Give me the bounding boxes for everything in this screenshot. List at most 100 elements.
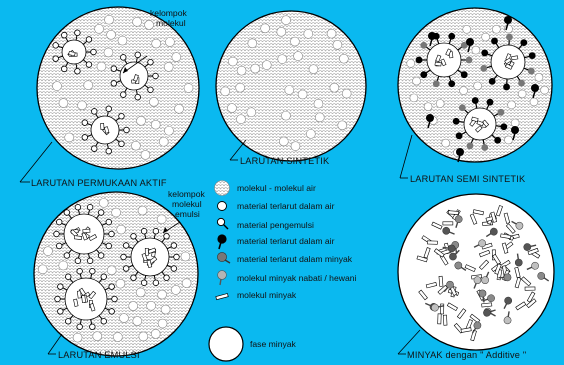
dissolved-molecule [262, 61, 271, 70]
dissolved-molecule [184, 84, 193, 93]
legend-label: material terlarut dalam minyak [237, 254, 353, 264]
dissolved-molecule [294, 52, 303, 61]
dissolved-molecule [175, 104, 184, 113]
dissolved-molecule [492, 25, 500, 33]
dissolved-molecule [508, 101, 516, 109]
dissolved-molecule [136, 288, 145, 297]
dissolved-molecule [129, 302, 138, 311]
dissolved-molecule [227, 104, 236, 113]
dissolved-molecule [116, 279, 125, 288]
dissolved-molecule [304, 29, 313, 38]
dissolved-molecule [407, 59, 415, 67]
callout-label: kelompok [168, 189, 205, 199]
panel-larutan-semi-sintetik: LARUTAN SEMI SINTETIK [398, 8, 552, 184]
large-circle-icon [209, 327, 243, 361]
legend-label: fase minyak [250, 339, 297, 349]
panel-caption: LARUTAN SEMI SINTETIK [410, 174, 526, 184]
dissolved-molecule [282, 16, 291, 25]
dissolved-molecule [151, 120, 160, 129]
dissolved-molecule [327, 29, 336, 38]
dissolved-molecule [442, 139, 450, 147]
callout-label: molekul [172, 199, 202, 209]
dissolved-molecule [97, 62, 106, 71]
dissolved-molecule [73, 333, 82, 342]
dissolved-molecule [236, 83, 245, 92]
dissolved-molecule [139, 332, 148, 341]
dissolved-molecule [164, 126, 173, 135]
dissolved-molecule [306, 129, 315, 138]
dissolved-molecule [330, 83, 339, 92]
dissolved-molecule [511, 119, 519, 127]
legend-label: material terlarut dalam air [237, 236, 335, 246]
dissolved-molecule [172, 53, 181, 62]
dissolved-molecule [472, 46, 480, 54]
dissolved-molecule [436, 99, 444, 107]
dissolved-molecule [165, 37, 174, 46]
dissolved-molecule [149, 97, 158, 106]
dissolved-molecule [535, 73, 543, 81]
dissolved-molecule [171, 285, 180, 294]
callout-label: emulsi [175, 209, 200, 219]
dissolved-molecule [424, 103, 432, 111]
dissolved-molecule [158, 290, 167, 299]
dissolved-molecule [279, 137, 288, 146]
dissolved-molecule [261, 24, 270, 33]
dissolved-molecule [112, 208, 121, 217]
dissolved-molecule [95, 24, 104, 33]
dissolved-molecule [105, 15, 114, 24]
dissolved-molecule [38, 265, 47, 274]
callout-label: kelompok [150, 8, 187, 18]
callout-label: molekul [156, 18, 186, 28]
dissolved-molecule [474, 82, 482, 90]
dissolved-molecule [65, 133, 74, 142]
dissolved-molecule [221, 87, 230, 96]
dissolved-molecule [59, 261, 68, 270]
dissolved-molecule [119, 314, 128, 323]
emulsifier-icon [217, 218, 228, 229]
light-gray-head-icon [218, 271, 227, 285]
dissolved-molecule [147, 301, 156, 310]
legend-label: material terlarut dalam air [237, 201, 335, 211]
dissolved-molecule [158, 319, 167, 328]
dissolved-molecule [281, 111, 290, 120]
dissolved-molecule [291, 142, 300, 151]
dissolved-molecule [247, 108, 256, 117]
dissolved-molecule [237, 66, 246, 75]
dissolved-molecule [113, 333, 122, 342]
dissolved-molecule [182, 279, 191, 288]
dissolved-molecule [164, 62, 173, 71]
open-circle-icon [218, 202, 227, 211]
legend-label: material pengemulsi [237, 220, 314, 230]
dissolved-molecule [482, 33, 490, 41]
panel-caption: LARUTAN PERMUKAAN AKTIF [31, 178, 167, 188]
dissolved-molecule [157, 215, 166, 224]
legend-label: molekul minyak nabati / hewani [237, 273, 357, 283]
dissolved-molecule [118, 36, 127, 45]
panel-larutan-sintetik: LARUTAN SINTETIK [216, 11, 366, 166]
dissolved-molecule [107, 266, 116, 275]
dissolved-molecule [251, 64, 260, 73]
dissolved-molecule [107, 30, 116, 39]
dissolved-molecule [99, 198, 108, 207]
dissolved-molecule [460, 87, 468, 95]
dissolved-molecule [131, 141, 140, 150]
dissolved-molecule [410, 94, 418, 102]
dissolved-molecule [339, 54, 348, 63]
dissolved-molecule [141, 150, 150, 159]
panel-caption: MINYAK dengan " Additive " [407, 350, 526, 360]
dissolved-molecule [541, 86, 549, 94]
water-pattern-icon [215, 181, 230, 196]
dissolved-molecule [161, 305, 170, 314]
dissolved-molecule [104, 48, 113, 57]
panel-minyak-additive: MINYAK dengan " Additive " [398, 194, 554, 360]
dissolved-molecule [93, 332, 102, 341]
dissolved-molecule [298, 90, 307, 99]
dissolved-molecule [152, 39, 161, 48]
dissolved-molecule [342, 89, 351, 98]
dissolved-molecule [59, 99, 68, 108]
dissolved-molecule [285, 86, 294, 95]
dissolved-molecule [43, 247, 52, 256]
dissolved-molecule [78, 101, 87, 110]
oil-dash-icon [216, 293, 228, 299]
